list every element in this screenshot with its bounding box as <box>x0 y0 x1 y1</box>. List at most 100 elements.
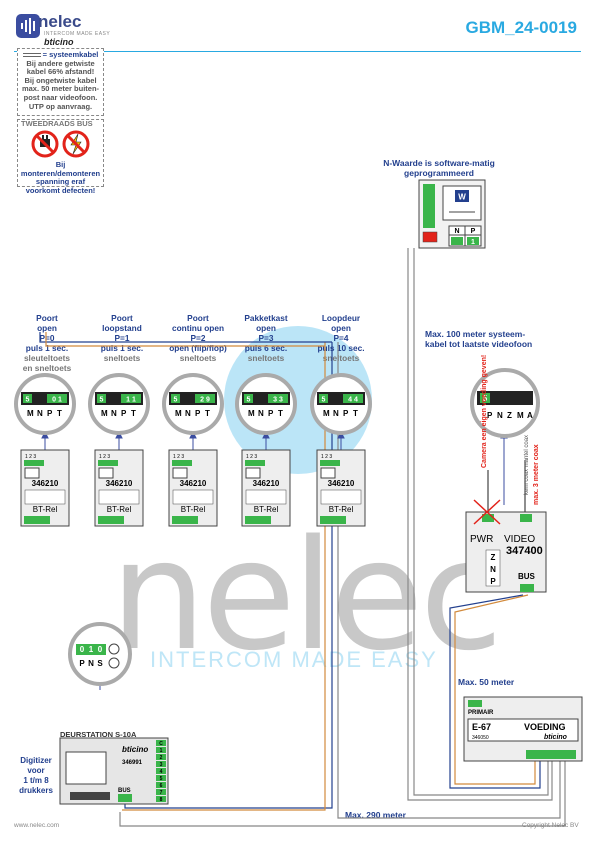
video-config-letter: N <box>497 411 503 420</box>
door-brand: bticino <box>122 745 148 754</box>
circle-frame <box>162 373 224 435</box>
configurator-letter: T <box>205 409 210 418</box>
warning-icons <box>31 130 90 158</box>
cable-note-line: max. 50 meter buiten- <box>21 84 100 94</box>
cable-coax-pwr <box>487 460 526 512</box>
watermark-tagline: INTERCOM MADE EASY <box>150 647 438 672</box>
relay-terminals: 1 2 3 <box>173 454 184 460</box>
door-terminal-label: C <box>159 741 163 747</box>
power-type: VOEDING <box>524 722 566 732</box>
video-config-letter: A <box>527 411 533 420</box>
sound-bars-icon <box>21 18 35 34</box>
video-config-letter: P <box>487 411 493 420</box>
configurator-letter: P <box>121 409 127 418</box>
door-config-letter: N <box>88 659 94 668</box>
digitizer-line: 1 t/m 8 <box>23 776 49 785</box>
brand-name: nelec <box>38 12 82 31</box>
header-divider <box>14 51 581 52</box>
relay-terminals: 1 2 3 <box>99 454 110 460</box>
col-line: puls 1 sec. <box>100 343 144 353</box>
door-terminal-label: 8 <box>160 797 163 803</box>
door-config-digit: 0 <box>80 645 85 654</box>
relay-model: 346210 <box>253 479 280 488</box>
door-bus-label: BUS <box>118 788 131 794</box>
brand-tagline: INTERCOM MADE EASY <box>44 31 111 37</box>
relay-bottom-terminal <box>24 516 50 524</box>
col-line: open <box>331 323 351 333</box>
power-primair: PRIMAIR <box>468 710 494 716</box>
footer-url[interactable]: www.nelec.com <box>14 822 60 829</box>
videophone-n-header: N <box>454 228 459 235</box>
camera-note: Camera een eigen voeding geven! <box>481 355 488 468</box>
col-line: open <box>37 323 57 333</box>
door-config-digit: 1 <box>89 645 94 654</box>
door-terminal-label: 2 <box>160 755 163 761</box>
videophone: W N P 1 <box>418 179 486 249</box>
video-config-letter: Z <box>507 411 512 420</box>
brand-partner: bticino <box>44 37 74 47</box>
configurator-slot <box>171 394 180 403</box>
video-config-circle: 5 P N Z M A <box>470 368 540 438</box>
power-supply: PRIMAIR E-67 VOEDING 346050 bticino <box>463 696 583 762</box>
bus-note-line: voorkomt defecten! <box>25 185 96 195</box>
col-sub: sneltoets <box>179 353 217 363</box>
door-config-letter: S <box>97 659 103 668</box>
door-terminal-label: 3 <box>160 762 163 768</box>
door-terminal <box>156 740 166 746</box>
door-terminal-label: 5 <box>160 776 163 782</box>
brand-logo <box>16 14 40 38</box>
column-label-4: Loopdeur open P=4 puls 10 sec. sneltoets <box>309 313 373 363</box>
col-line: loopstand <box>102 323 142 333</box>
bus-note-line: spanning eraf <box>35 177 86 187</box>
circle-frame <box>14 373 76 435</box>
column-label-2: Poort continu open P=2 open (flip/flop) … <box>162 313 234 363</box>
col-sub: sneltoets <box>247 353 285 363</box>
cable-note-line: Bij ongetwiste kabel <box>24 75 97 85</box>
relay-display <box>245 467 261 479</box>
document-code: GBM_24-0019 <box>465 18 577 37</box>
cable-bus-gray2 <box>119 760 566 827</box>
col-line: puls 10 sec. <box>317 343 365 353</box>
configurator-slot <box>47 394 67 403</box>
col-line: P=2 <box>190 333 206 343</box>
cable-note-line: post naar videofoon. <box>23 92 98 102</box>
relay-display <box>24 467 40 479</box>
door-terminal <box>156 747 166 753</box>
configurator-letter: N <box>111 409 117 418</box>
door-terminal <box>156 768 166 774</box>
col-line: P=0 <box>39 333 55 343</box>
video-config-digit: 5 <box>483 394 488 403</box>
relay-model: 346210 <box>328 479 355 488</box>
configurator-digit: 5 <box>26 397 30 404</box>
column-labels: Poort open P=0 puls 1 sec. sleuteltoets … <box>12 313 387 383</box>
configurator-address: 1 1 <box>126 397 136 404</box>
digitizer-note: Digitizer voor 1 t/m 8 drukkers <box>12 756 60 796</box>
col-sub: en sneltoets <box>22 363 72 373</box>
distance-290: Max. 290 meter <box>345 810 406 820</box>
video-config-letter: M <box>517 411 524 420</box>
column-label-0: Poort open P=0 puls 1 sec. sleuteltoets … <box>15 313 79 373</box>
col-line: Poort <box>111 313 133 323</box>
bus-note-title: TWEEDRAADS BUS <box>21 119 93 128</box>
distance-line: kabel tot laatste videofoon <box>425 339 533 349</box>
videophone-w-label: W <box>458 193 466 202</box>
relay-config <box>245 489 287 505</box>
configurator-digit: 5 <box>174 397 178 404</box>
power-brand: bticino <box>544 734 568 741</box>
col-line: P=4 <box>333 333 349 343</box>
cable-note-line: UTP op aanvraag. <box>28 101 93 111</box>
configurator-address: 2 9 <box>200 397 210 404</box>
digitizer-line: drukkers <box>19 786 53 795</box>
door-terminal <box>156 761 166 767</box>
configurator-letter: M <box>27 409 34 418</box>
configurator-bar <box>95 392 143 405</box>
col-sub: sneltoets <box>322 353 360 363</box>
relay-model: 346210 <box>180 479 207 488</box>
videophone-w-button <box>455 190 469 202</box>
videophone-p-value: 1 <box>471 239 475 246</box>
col-line: open <box>256 323 276 333</box>
col-line: P=1 <box>114 333 130 343</box>
